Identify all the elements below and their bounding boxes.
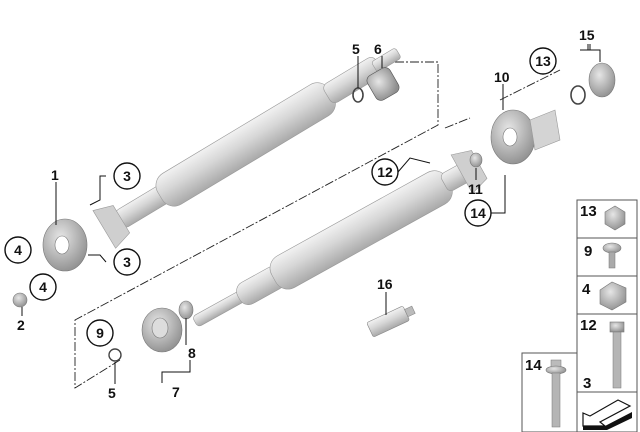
flange-15: [588, 62, 616, 98]
grease-tube-16: [366, 305, 416, 337]
callout-8: 8: [188, 345, 196, 361]
bushing-11: [469, 152, 483, 168]
callout-1: 1: [51, 167, 59, 183]
callout-15: 15: [579, 27, 595, 43]
lower-driveshaft: [193, 150, 488, 327]
legend-12: 12: [580, 317, 597, 334]
sleeve-6: [366, 67, 400, 101]
legend-screw-icon: [602, 242, 622, 269]
callout-13-ring: [529, 47, 557, 75]
callout-14-ring: [464, 199, 492, 227]
callout-4-lower: 4: [39, 279, 47, 295]
legend-3: 3: [583, 375, 591, 392]
center-bearing-7: [141, 307, 183, 353]
legend-4: 4: [582, 281, 591, 298]
callout-7: 7: [172, 384, 180, 400]
legend-lock-nut-icon: [599, 281, 627, 311]
callout-6: 6: [374, 41, 382, 57]
callout-12-ring: [371, 158, 399, 186]
legend-9: 9: [584, 243, 592, 260]
callout-11: 11: [468, 181, 483, 197]
assembly-line-right: [444, 69, 561, 129]
o-ring-15: [570, 85, 586, 105]
callout-3-lower-ring: [113, 248, 141, 276]
flex-disc-front: [42, 218, 88, 272]
legend-13: 13: [580, 203, 597, 220]
callout-2: 2: [17, 317, 25, 333]
o-ring-5-lower: [108, 348, 122, 362]
callout-13: 13: [535, 53, 551, 69]
assembly-line-upper: [74, 61, 439, 389]
legend-14: 14: [525, 357, 542, 374]
bushing-2: [12, 292, 28, 308]
callout-5-lower: 5: [108, 385, 116, 401]
callout-16: 16: [377, 276, 393, 292]
callout-3-lower: 3: [123, 254, 131, 270]
flex-disc-rear: [490, 109, 536, 165]
callout-5-upper: 5: [352, 41, 360, 57]
callout-3-upper-ring: [113, 162, 141, 190]
bearing-8: [178, 300, 194, 320]
legend-hex-bolt-icon: [609, 321, 625, 389]
callout-14: 14: [470, 205, 486, 221]
legend-collar-nut-icon: [604, 205, 626, 231]
callout-4-upper: 4: [14, 242, 22, 258]
callout-4-lower-ring: [29, 273, 57, 301]
upper-driveshaft: [92, 48, 401, 249]
rear-flange: [529, 109, 561, 151]
callout-9: 9: [96, 325, 104, 341]
callout-10: 10: [494, 69, 510, 85]
callout-12: 12: [377, 164, 393, 180]
legend-panel: 13 9 4 12 3 14: [521, 199, 638, 432]
callout-9-ring: [86, 319, 114, 347]
legend-torx-bolt-icon: [545, 359, 567, 428]
arrow-direction-icon: [582, 399, 632, 430]
callout-4-upper-ring: [4, 236, 32, 264]
callout-3-upper: 3: [123, 168, 131, 184]
